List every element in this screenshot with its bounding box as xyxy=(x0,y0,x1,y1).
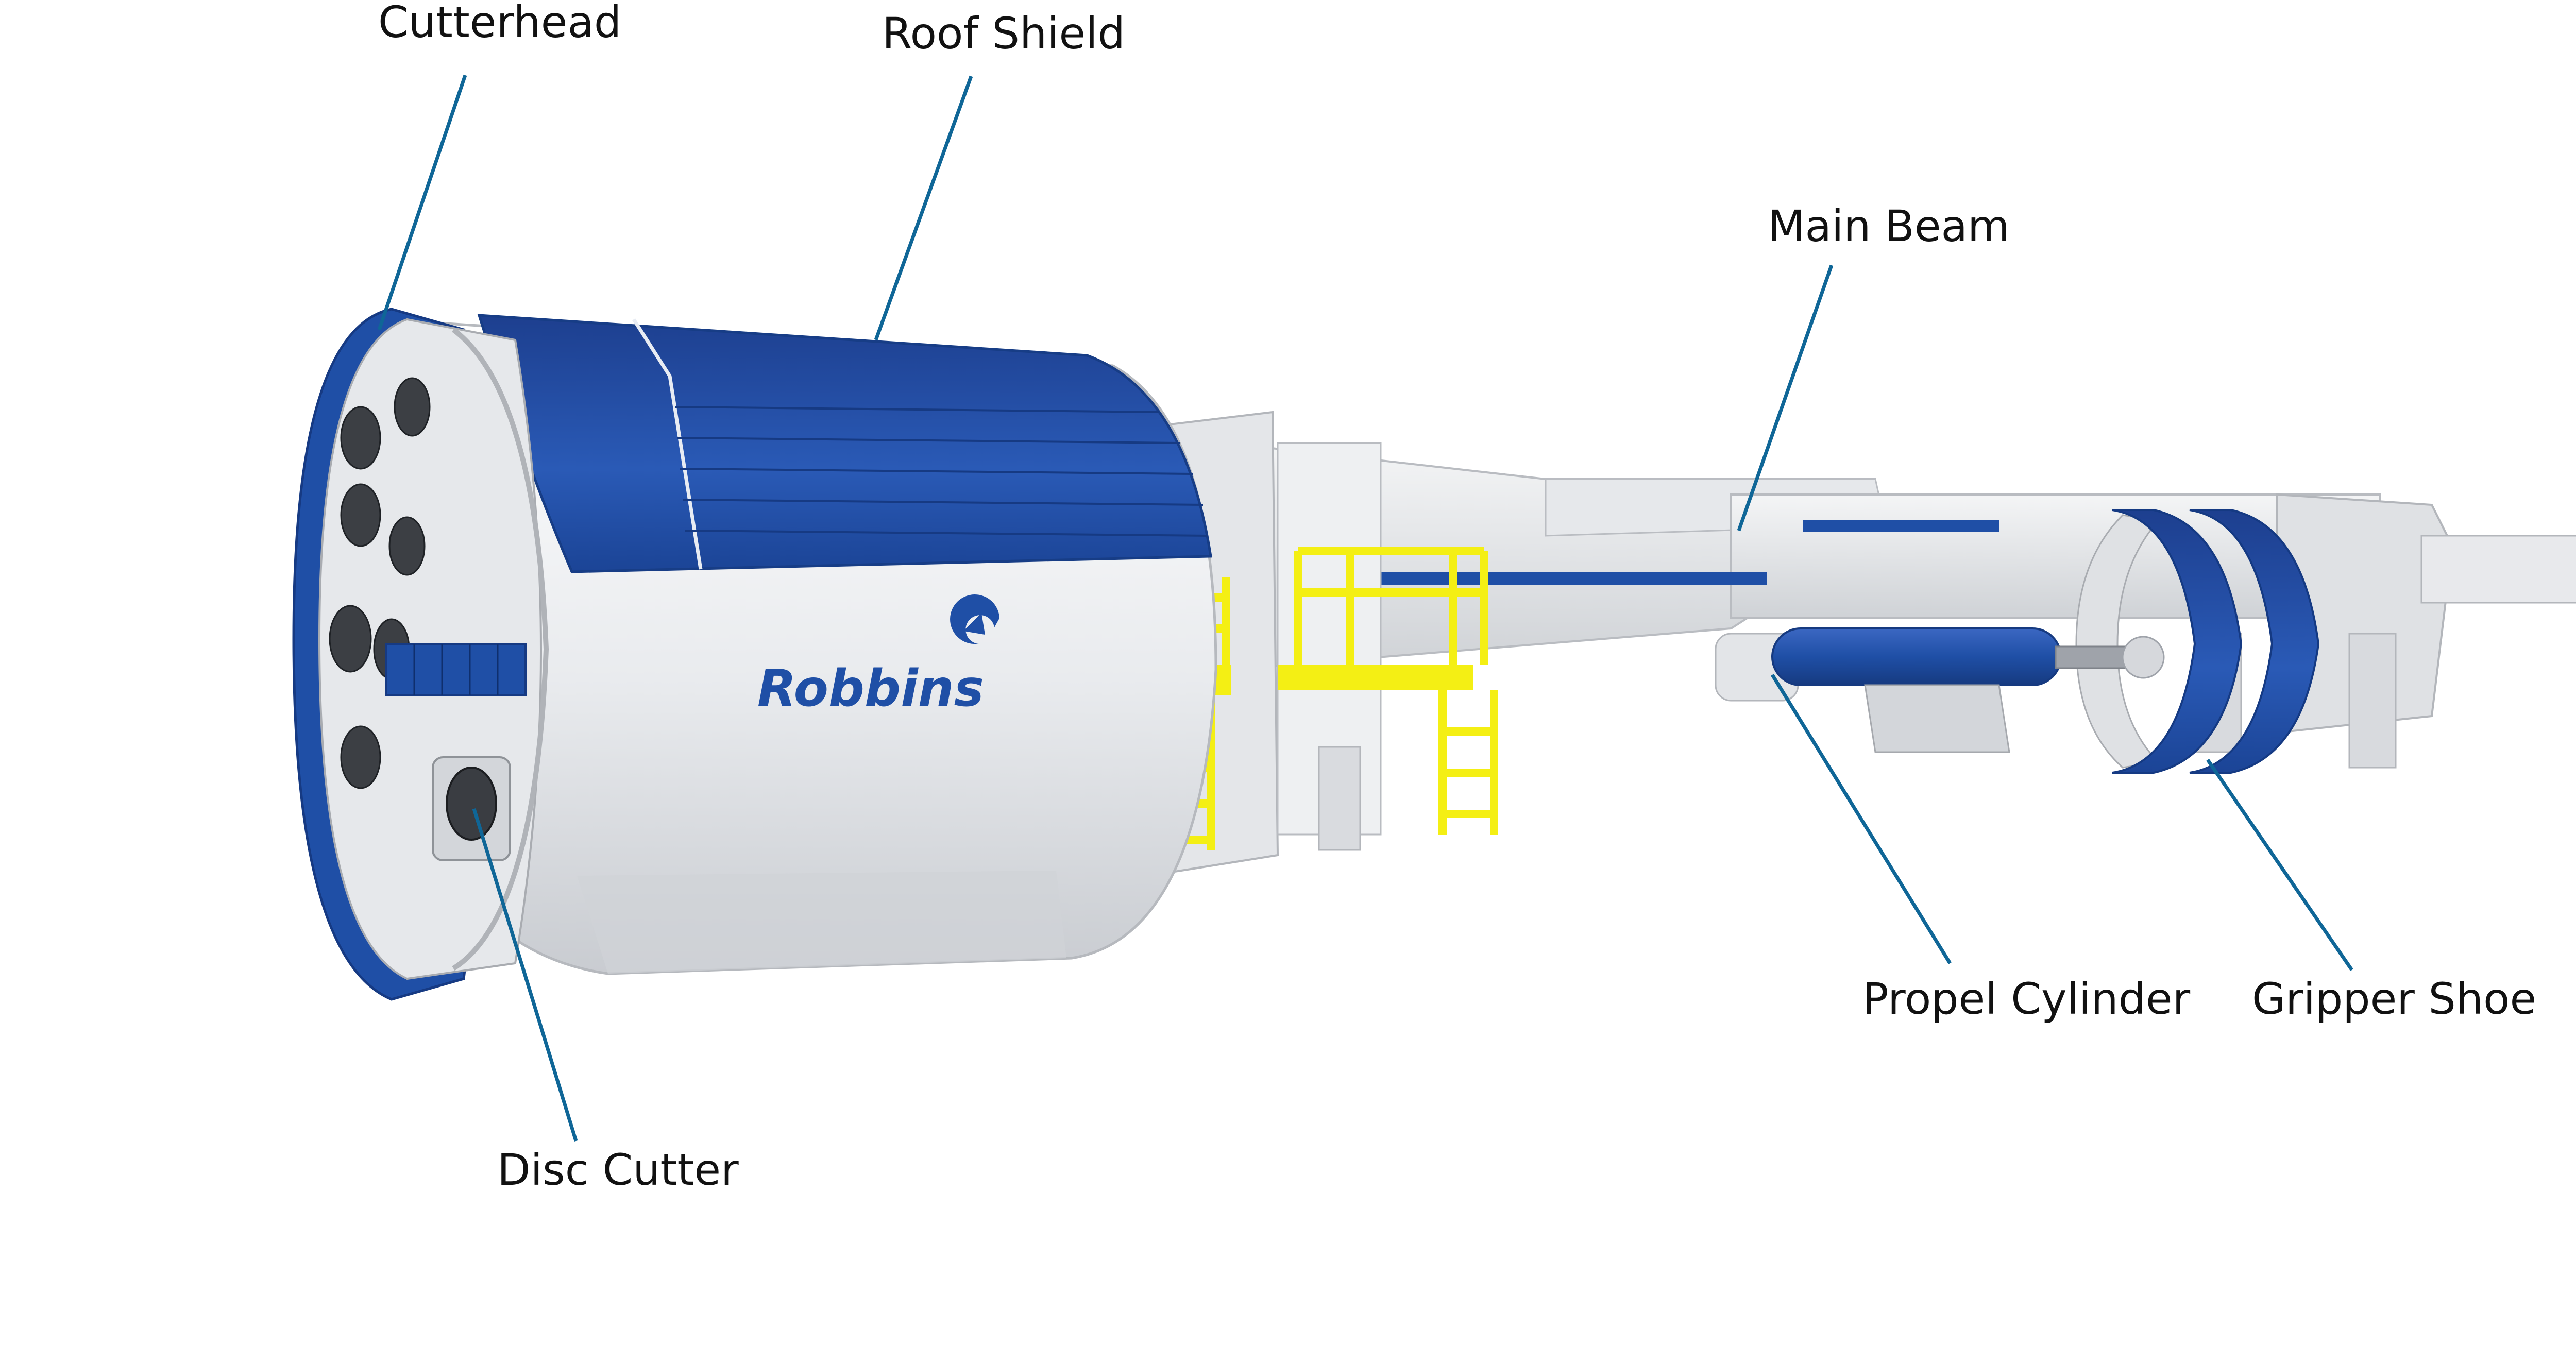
roof-shield-part xyxy=(477,314,1212,573)
label-propel-cylinder: Propel Cylinder xyxy=(1862,974,2191,1024)
label-gripper-shoe: Gripper Shoe xyxy=(2252,974,2536,1024)
leader-disc-cutter xyxy=(472,808,578,1142)
label-cutterhead: Cutterhead xyxy=(378,0,621,47)
leader-main-beam xyxy=(1737,264,1834,532)
robbins-logo-mark xyxy=(950,594,999,644)
leader-roof-shield xyxy=(874,75,973,341)
label-roof-shield: Roof Shield xyxy=(882,8,1125,59)
leader-lines xyxy=(377,74,2353,1142)
lower-support xyxy=(1864,684,2010,753)
robbins-logo-text: Robbins xyxy=(757,659,984,718)
cutterhead-part xyxy=(292,308,549,1001)
label-main-beam: Main Beam xyxy=(1768,201,2010,251)
propel-cylinder-part xyxy=(1715,627,2165,702)
robbins-logo: Robbins xyxy=(757,594,999,718)
label-disc-cutter: Disc Cutter xyxy=(497,1145,739,1195)
leader-gripper-shoe xyxy=(2206,759,2353,971)
disc-cutter-part xyxy=(432,756,511,861)
gripper-shoe-part xyxy=(2075,509,2320,774)
leader-cutterhead xyxy=(377,74,467,331)
leader-propel-cylinder xyxy=(1771,674,1952,964)
inner-rod xyxy=(1314,520,1999,585)
